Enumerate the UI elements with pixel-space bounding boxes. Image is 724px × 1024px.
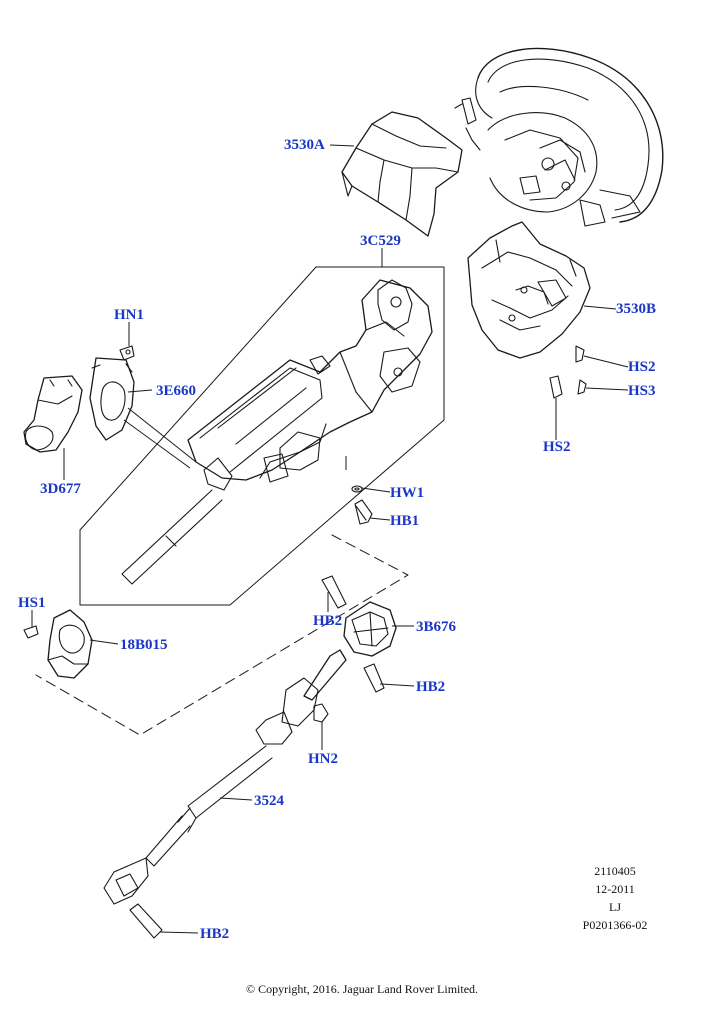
screws-hs2-hs3-drawing: [549, 345, 587, 399]
callout-3530a: 3530A: [284, 137, 325, 153]
lower-shroud-3530b-drawing: [467, 221, 591, 359]
callout-3524: 3524: [254, 793, 284, 809]
callout-hb2-b: HB2: [416, 679, 446, 695]
callout-hb2-a: HB2: [313, 613, 343, 629]
callout-hs3: HS3: [628, 383, 656, 399]
callout-18b015: 18B015: [120, 637, 168, 653]
intermediate-shaft-3524-drawing: [103, 649, 347, 905]
callout-hn1: HN1: [114, 307, 144, 323]
coupling-3b676-drawing: [343, 601, 397, 657]
callout-3e660: 3E660: [156, 383, 197, 399]
callout-hn2: HN2: [308, 751, 338, 767]
drawing-part-reference: P0201366-02: [582, 918, 648, 932]
steering-column-3c529-drawing: [121, 279, 433, 585]
seal-boot-3d677-drawing: [23, 375, 83, 453]
copyright-footer: © Copyright, 2016. Jaguar Land Rover Lim…: [245, 982, 479, 996]
bolt-hb1-drawing: [354, 499, 373, 525]
upper-shroud-3530a-drawing: [341, 111, 463, 237]
steering-wheel-drawing: [454, 47, 664, 227]
seal-boot-3e660-drawing: [89, 345, 135, 441]
callout-3c529: 3C529: [360, 233, 401, 249]
nut-hn2-drawing: [313, 703, 329, 723]
bolts-hb2-drawing: [129, 575, 385, 939]
callout-hs1: HS1: [18, 595, 46, 611]
callout-hb2-c: HB2: [200, 926, 230, 942]
leader-lines: [31, 144, 629, 934]
callout-hs2-b: HS2: [543, 439, 571, 455]
washer-hw1-drawing: [351, 485, 363, 493]
callout-hw1: HW1: [390, 485, 425, 501]
drawing-initials: LJ: [609, 900, 621, 914]
callout-hb1: HB1: [390, 513, 420, 529]
callout-3530b: 3530B: [616, 301, 657, 317]
callout-3d677: 3D677: [40, 481, 81, 497]
bracket-18b015-drawing: [23, 609, 93, 679]
callout-3b676: 3B676: [416, 619, 457, 635]
drawing-code: 2110405: [594, 864, 636, 878]
callout-hs2-a: HS2: [628, 359, 656, 375]
drawing-date: 12-2011: [595, 882, 635, 896]
